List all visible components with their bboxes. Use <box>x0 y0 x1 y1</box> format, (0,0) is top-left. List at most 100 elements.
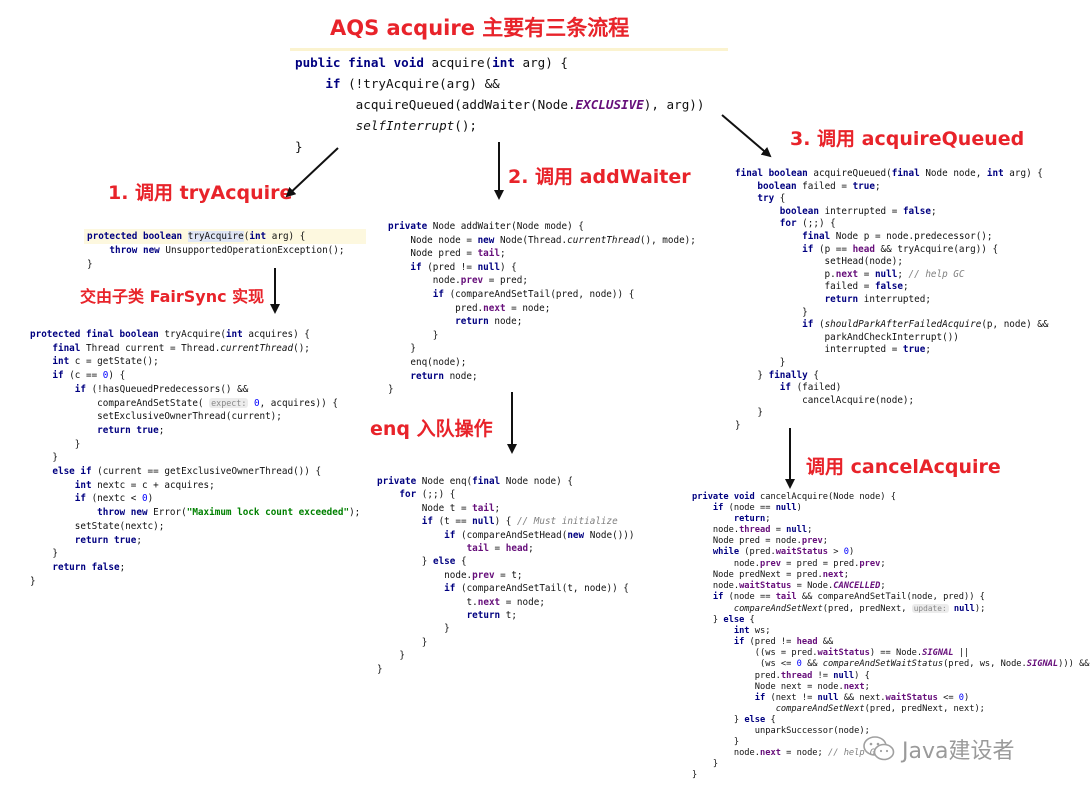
code-line: } <box>377 663 383 675</box>
code-line: return; <box>733 514 771 525</box>
code-line: } <box>30 575 36 587</box>
code-line: return interrupted; <box>824 293 931 305</box>
code-line: if (!hasQueuedPredecessors() && <box>74 383 249 395</box>
code-line: throw new UnsupportedOperationException(… <box>109 245 345 257</box>
code-line: enq(node); <box>388 356 467 368</box>
code-line: Node node = new Node(Thread.currentThrea… <box>388 234 696 246</box>
code-line: private Node enq(final Node node) { <box>377 476 573 487</box>
code-line: setState(nextc); <box>30 520 165 532</box>
code-fairsync-tryacquire: protected final boolean tryAcquire(int a… <box>30 328 360 588</box>
code-line: unparkSuccessor(node); <box>692 725 870 736</box>
code-line: final Node p = node.predecessor(); <box>802 230 993 242</box>
code-line: (ws <= 0 && compareAndSetWaitStatus(pred… <box>692 659 1090 670</box>
code-line: return true; <box>97 424 165 436</box>
watermark: Java建设者 <box>862 733 1014 765</box>
code-line: int ws; <box>733 626 771 637</box>
code-acquirequeued: final boolean acquireQueued(final Node n… <box>735 168 1048 432</box>
step1-title: 1. 调用 tryAcquire <box>108 182 293 204</box>
code-line: return t; <box>466 610 517 622</box>
code-line: compareAndSetNext(pred, predNext, update… <box>733 603 986 614</box>
code-line: if (node == tail && compareAndSetTail(no… <box>712 591 985 602</box>
code-line: node.prev = pred = pred.prev; <box>692 558 886 569</box>
code-line: if (shouldParkAfterFailedAcquire(p, node… <box>802 319 1049 331</box>
watermark-text: Java建设者 <box>902 739 1015 764</box>
code-line: } else { <box>692 615 755 626</box>
code-line: node.prev = t; <box>377 569 523 581</box>
code-line: node.thread = null; <box>692 525 813 536</box>
code-line: if (pred != null) { <box>410 261 517 273</box>
code-line: } <box>377 623 450 635</box>
code-line: } else { <box>377 556 467 568</box>
code-line: } <box>388 384 394 396</box>
code-line: } <box>295 139 303 154</box>
code-line: } <box>87 259 93 271</box>
code-line: if (next != null && next.waitStatus <= 0… <box>754 692 970 703</box>
code-line: for (;;) { <box>779 218 836 230</box>
code-line: failed = false; <box>735 281 909 293</box>
main-title: AQS acquire 主要有三条流程 <box>330 16 630 40</box>
code-line: while (pred.waitStatus > 0) <box>712 547 855 558</box>
code-line: cancelAcquire(node); <box>735 394 915 406</box>
code-line: node.waitStatus = Node.CANCELLED; <box>692 580 886 591</box>
code-line: compareAndSetNext(pred, predNext, next); <box>775 703 985 714</box>
step3-subtitle: 调用 cancelAcquire <box>806 456 1001 478</box>
code-line: final boolean acquireQueued(final Node n… <box>735 168 1043 179</box>
code-line: if (compareAndSetHead(new Node())) <box>444 529 635 541</box>
code-line: ((ws = pred.waitStatus) == Node.SIGNAL |… <box>692 648 970 659</box>
code-line: Node pred = node.prev; <box>692 536 828 547</box>
code-line: int c = getState(); <box>52 356 159 368</box>
wechat-icon <box>863 736 895 761</box>
code-line: if (!tryAcquire(arg) && <box>325 76 500 91</box>
code-line: if (p == head && tryAcquire(arg)) { <box>802 243 999 255</box>
code-line: } <box>377 636 428 648</box>
code-line: } <box>30 438 81 450</box>
code-acquire: public final void acquire(int arg) { if … <box>295 52 704 157</box>
code-line: } <box>388 329 439 341</box>
code-line: } <box>735 306 808 318</box>
code-line: else if (current == getExclusiveOwnerThr… <box>52 466 322 478</box>
code-line: return node; <box>455 316 523 328</box>
code-line: t.next = node; <box>377 596 545 608</box>
code-line: if (node == null) <box>712 503 802 514</box>
code-line: protected boolean tryAcquire(int arg) { <box>87 231 306 242</box>
code-line: if (nextc < 0) <box>74 493 154 505</box>
code-line: pred.thread != null) { <box>692 670 870 681</box>
code-line: if (compareAndSetTail(t, node)) { <box>444 583 629 595</box>
step1-subtitle: 交由子类 FairSync 实现 <box>80 287 265 306</box>
code-line: if (pred != head && <box>733 637 834 648</box>
code-line: selfInterrupt(); <box>355 118 477 133</box>
code-line: setExclusiveOwnerThread(current); <box>30 411 282 423</box>
code-line: } <box>692 770 698 781</box>
code-line: } else { <box>692 714 776 725</box>
code-line: } <box>377 650 405 662</box>
code-line: return node; <box>410 370 478 382</box>
code-line: pred.next = node; <box>388 302 551 314</box>
code-line: } <box>388 343 416 355</box>
code-line: if (c == 0) { <box>52 370 126 382</box>
code-line: node.prev = pred; <box>388 275 528 287</box>
code-line: throw new Error("Maximum lock count exce… <box>97 507 361 519</box>
code-line: int nextc = c + acquires; <box>74 479 215 491</box>
code-enq: private Node enq(final Node node) { for … <box>377 475 635 676</box>
code-tryacquire-abstract: protected boolean tryAcquire(int arg) { … <box>87 230 344 273</box>
code-line: } <box>692 759 719 770</box>
code-line: compareAndSetState( expect: 0, acquires)… <box>30 397 338 409</box>
acquire-header-highlight <box>290 48 728 51</box>
code-line: } <box>692 737 740 748</box>
code-line: return false; <box>52 561 126 573</box>
step2-title: 2. 调用 addWaiter <box>508 166 691 188</box>
code-line: } <box>30 452 58 464</box>
code-line: private Node addWaiter(Node mode) { <box>388 221 584 232</box>
code-line: } finally { <box>735 369 819 381</box>
code-line: return true; <box>74 534 142 546</box>
code-line: try { <box>757 193 786 205</box>
code-line: acquireQueued(addWaiter(Node.EXCLUSIVE),… <box>295 97 705 112</box>
code-line: setHead(node); <box>735 256 903 268</box>
arrow-to-step1 <box>285 147 339 198</box>
code-line: Node next = node.next; <box>692 681 870 692</box>
code-line: Node predNext = pred.next; <box>692 569 849 580</box>
code-cancelacquire: private void cancelAcquire(Node node) { … <box>692 492 1090 781</box>
code-line: if (compareAndSetTail(pred, node)) { <box>432 288 635 300</box>
code-line: private void cancelAcquire(Node node) { <box>692 492 896 502</box>
